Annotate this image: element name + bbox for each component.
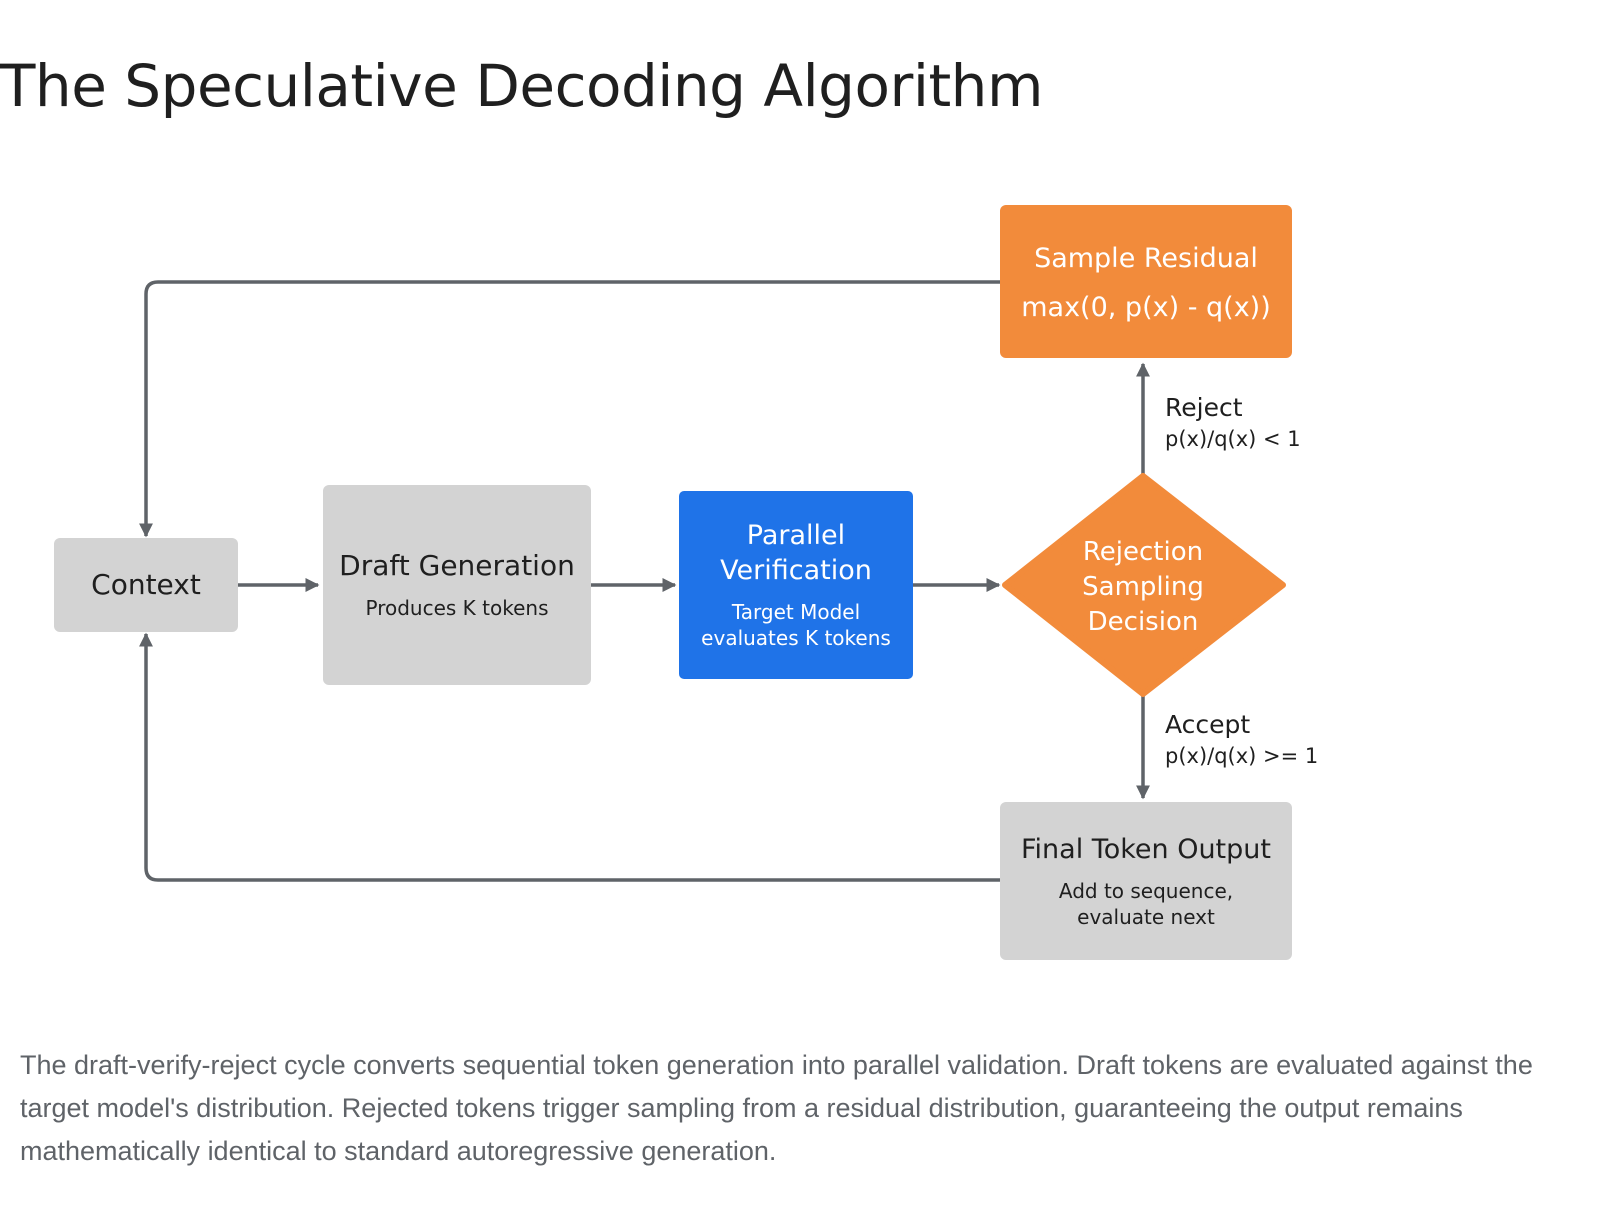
node-verify-label-2: Verification [720, 555, 872, 586]
flow-diagram-svg: Reject p(x)/q(x) < 1 Accept p(x)/q(x) >=… [54, 205, 1318, 960]
accept-label: Accept [1165, 710, 1250, 739]
reject-label: Reject [1165, 393, 1243, 422]
node-context-label: Context [91, 568, 201, 601]
edges [139, 280, 1150, 882]
flow-diagram: Reject p(x)/q(x) < 1 Accept p(x)/q(x) >=… [0, 180, 1600, 1020]
node-context: Context [54, 538, 238, 632]
node-draft-sub: Produces K tokens [366, 596, 549, 620]
page-title: The Speculative Decoding Algorithm [0, 52, 1043, 120]
node-decision-label-3: Decision [1088, 607, 1199, 637]
node-rejection-decision: Rejection Sampling Decision [1002, 473, 1286, 697]
node-draft-label: Draft Generation [339, 549, 575, 582]
edge-output-to-context [139, 632, 1000, 882]
node-output-label: Final Token Output [1021, 834, 1271, 865]
accept-condition: p(x)/q(x) >= 1 [1165, 744, 1318, 768]
node-verify-sub-2: evaluates K tokens [701, 626, 891, 650]
reject-condition: p(x)/q(x) < 1 [1165, 427, 1301, 451]
node-decision-label-2: Sampling [1082, 572, 1204, 602]
node-verify-sub-1: Target Model [731, 600, 860, 624]
node-residual-sub: max(0, p(x) - q(x)) [1021, 292, 1271, 323]
node-verify-label-1: Parallel [747, 520, 845, 551]
diagram-caption: The draft-verify-reject cycle converts s… [20, 1050, 1533, 1166]
node-draft-generation: Draft Generation Produces K tokens [323, 485, 591, 685]
node-output-sub-1: Add to sequence, [1059, 879, 1233, 903]
node-output-sub-2: evaluate next [1077, 905, 1215, 929]
node-residual-label: Sample Residual [1034, 243, 1258, 274]
node-sample-residual: Sample Residual max(0, p(x) - q(x)) [1000, 205, 1292, 358]
edge-residual-to-context [139, 280, 1000, 538]
node-decision-label-1: Rejection [1083, 537, 1203, 567]
node-final-output: Final Token Output Add to sequence, eval… [1000, 802, 1292, 960]
node-parallel-verification: Parallel Verification Target Model evalu… [679, 491, 913, 679]
